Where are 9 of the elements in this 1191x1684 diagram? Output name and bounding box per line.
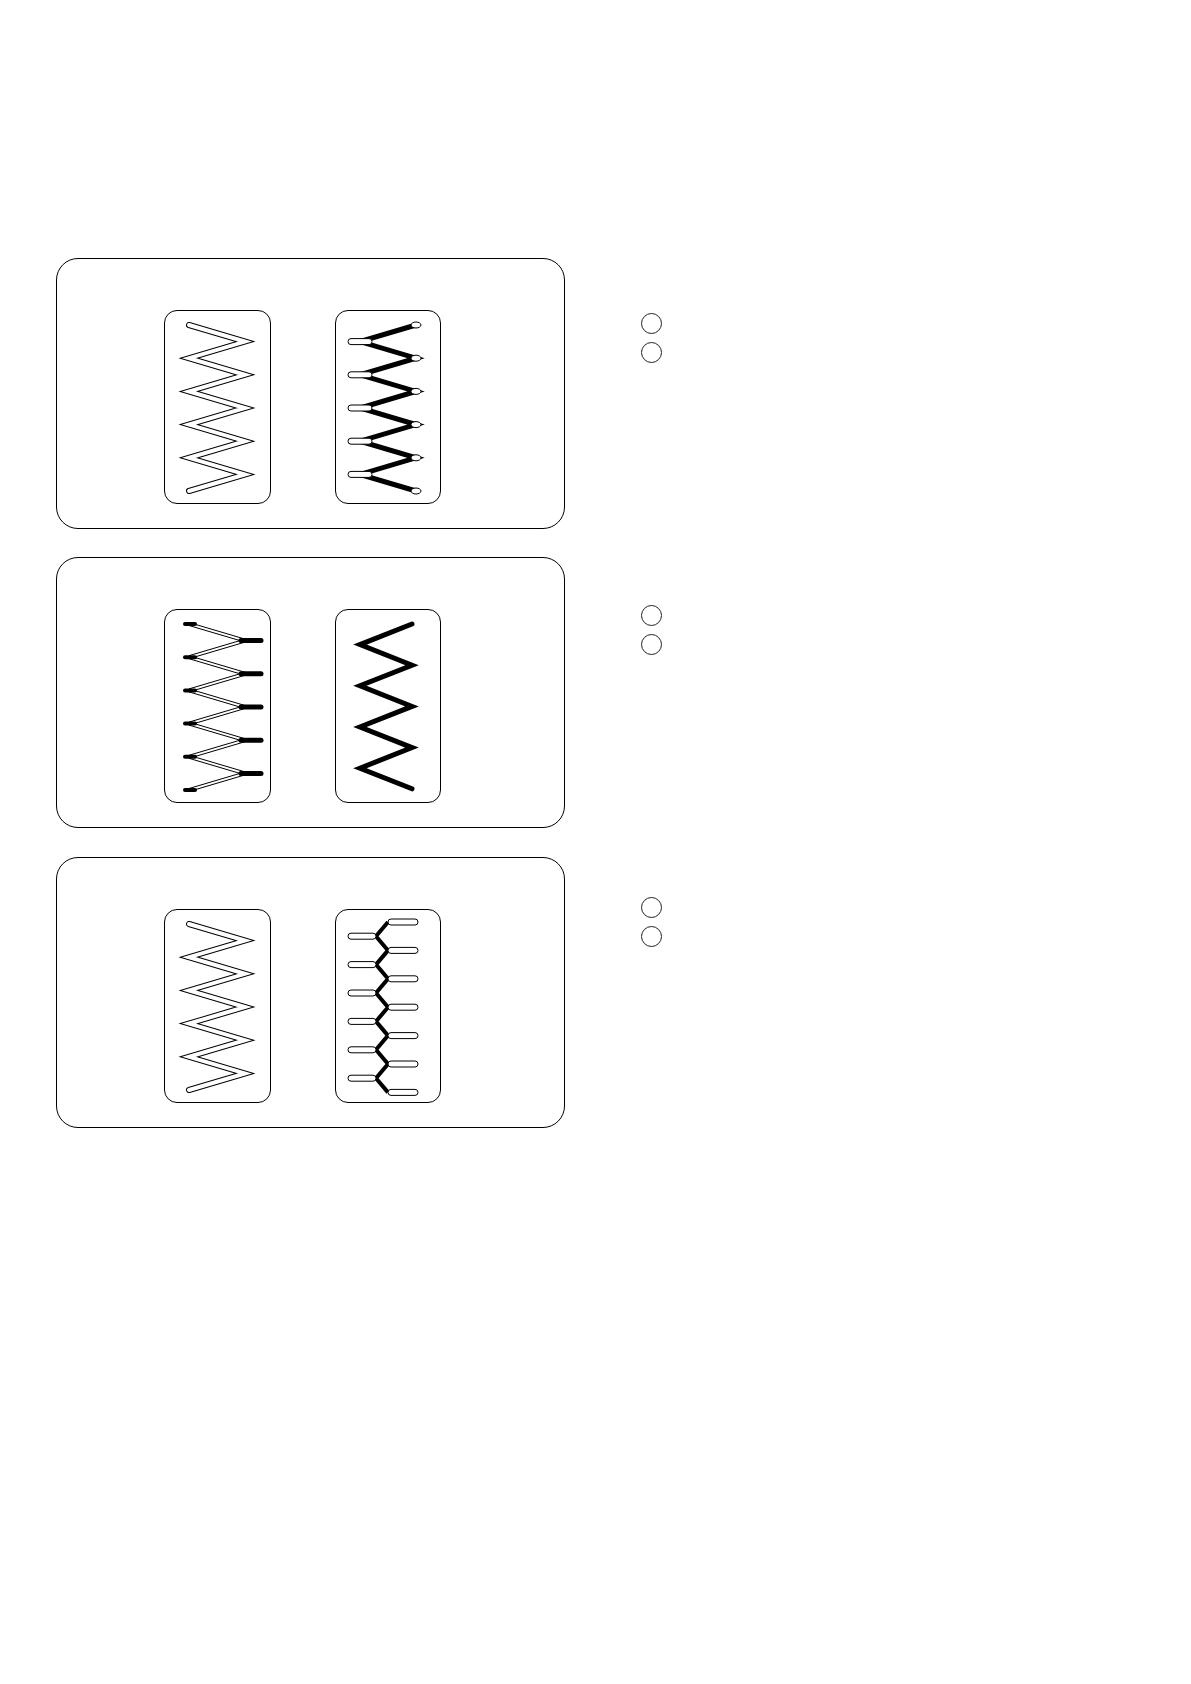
stitch-sample-box [335,609,441,803]
stitch-panel [56,258,565,529]
stitch-panel [56,557,565,828]
stitch-sample-box [335,909,441,1103]
stitch-sample-box [335,310,441,504]
stitch-sample-box [164,609,271,803]
stitch-sample-box [164,909,271,1103]
stitch-sample-box [164,310,271,504]
stitch-panel [56,857,565,1128]
